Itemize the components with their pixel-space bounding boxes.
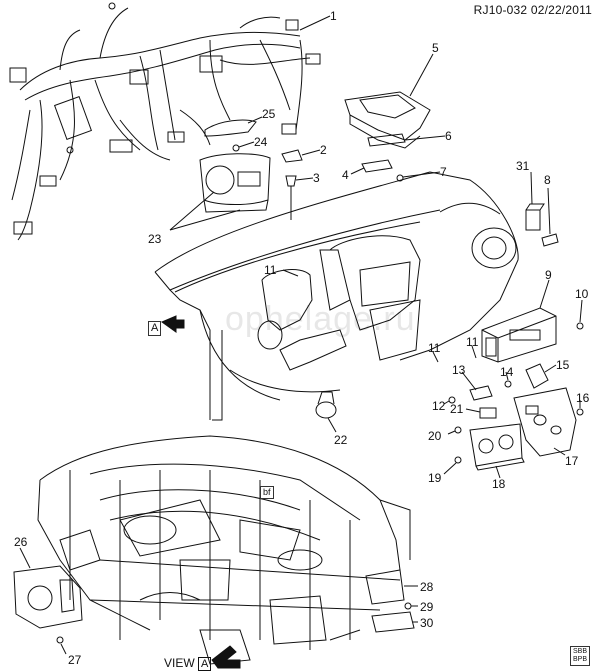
diagram-reference: RJ10-032 02/22/2011	[473, 3, 592, 17]
watermark: ophelage.ru	[225, 300, 416, 338]
view-a-label: VIEW A	[164, 656, 212, 671]
callout-14: 14	[500, 365, 514, 379]
callout-16: 16	[576, 391, 590, 405]
wiring-harness	[10, 3, 320, 240]
bf-tag: bf	[260, 486, 274, 499]
center-trim-part	[514, 388, 576, 456]
callout-18: 18	[492, 477, 506, 491]
callout-2: 2	[320, 143, 327, 157]
hvac-control-part	[470, 424, 524, 470]
callout-12: 12	[432, 399, 446, 413]
console-bezel-part	[345, 92, 430, 148]
callout-9: 9	[545, 268, 552, 282]
instrument-panel-part	[155, 172, 518, 420]
callout-17: 17	[565, 454, 579, 468]
callout-13: 13	[452, 363, 466, 377]
callout-25: 25	[262, 107, 276, 121]
callout-10: 10	[575, 287, 589, 301]
callout-3: 3	[313, 171, 320, 185]
instrument-cluster-part	[200, 154, 270, 212]
callout-5: 5	[432, 41, 439, 55]
view-a-arrow-label: A	[148, 321, 162, 336]
callout-24: 24	[254, 135, 268, 149]
callout-29: 29	[420, 600, 434, 614]
callout-23: 23	[148, 232, 162, 246]
callout-15: 15	[556, 358, 570, 372]
callout-30: 30	[420, 616, 434, 630]
view-label-letter: A	[198, 657, 212, 671]
lower-assembly-view	[38, 436, 410, 664]
callout-22: 22	[334, 433, 348, 447]
callout-27: 27	[68, 653, 82, 667]
callout-1: 1	[330, 9, 337, 23]
callout-7: 7	[440, 165, 447, 179]
radio-part	[482, 308, 556, 362]
callout-28: 28	[420, 580, 434, 594]
callout-11b: 11	[428, 341, 441, 355]
view-label-prefix: VIEW	[164, 656, 195, 670]
callout-8: 8	[544, 173, 551, 187]
callout-11c: 11	[466, 335, 479, 349]
book-icon-tag: SBB BPB	[570, 646, 591, 666]
cluster-housing-part	[14, 566, 82, 628]
callout-19: 19	[428, 471, 442, 485]
callout-20: 20	[428, 429, 442, 443]
callout-31: 31	[516, 159, 530, 173]
callout-11a: 11	[264, 263, 277, 277]
callout-21: 21	[450, 402, 464, 416]
callout-26: 26	[14, 535, 28, 549]
callout-4: 4	[342, 168, 349, 182]
callout-6: 6	[445, 129, 452, 143]
